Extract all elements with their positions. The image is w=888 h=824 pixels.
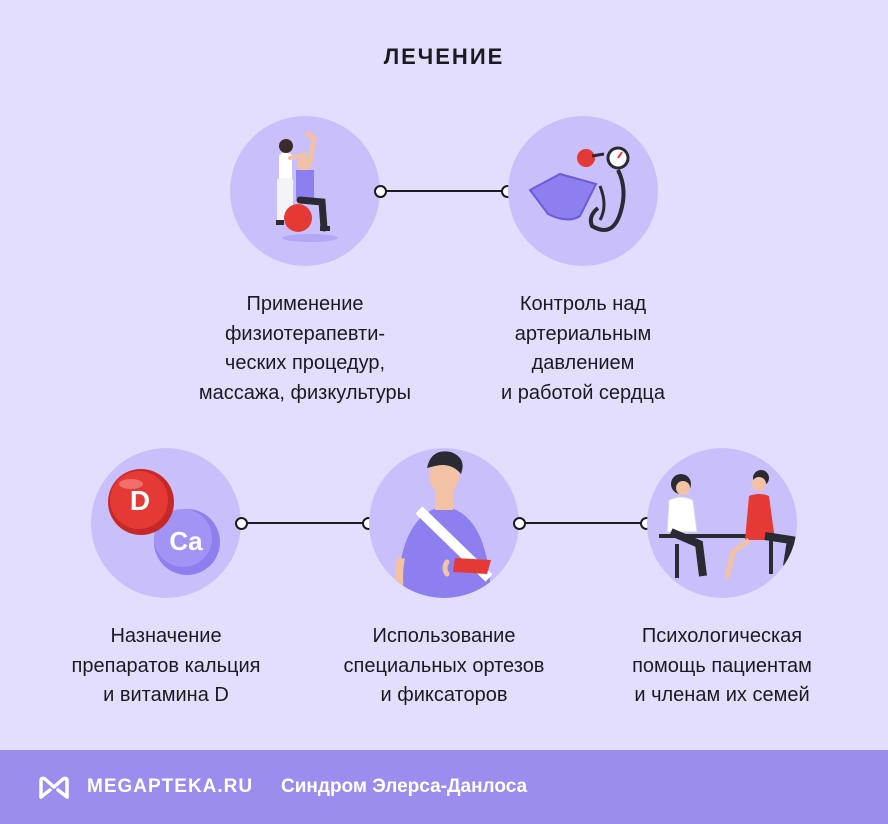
caption-line: Психологическая — [641, 625, 803, 647]
caption-blood-pressure: Контроль над артериальным давлением и ра… — [433, 290, 733, 408]
calcium-label: Ca — [169, 526, 203, 556]
megapteka-logo-icon — [39, 776, 69, 799]
caption-physiotherapy: Применение физиотерапевти- ческих процед… — [155, 290, 455, 408]
caption-line: давлением — [531, 352, 635, 374]
caption-line: физиотерапевти- — [224, 322, 386, 345]
caption-line: артериальным — [514, 322, 652, 345]
article-subject: Синдром Элерса-Данлоса — [281, 776, 528, 797]
psychologist-session-circle — [647, 448, 797, 598]
caption-line: и работой сердца — [501, 381, 665, 404]
caption-orthoses: Использование специальных ортезов и фикс… — [294, 622, 594, 711]
connector-line — [235, 516, 375, 530]
vitamin-d-label: D — [130, 485, 150, 516]
vitamin-pills-circle: D Ca — [91, 448, 241, 598]
arm-sling-icon — [395, 451, 493, 598]
physiotherapy-icon — [276, 131, 338, 242]
physiotherapy-circle — [230, 116, 380, 266]
caption-line: помощь пациентам — [632, 654, 812, 677]
caption-line: Применение — [246, 293, 364, 315]
caption-line: препаратов кальция — [71, 654, 261, 677]
caption-vitamins: Назначение препаратов кальция и витамина… — [16, 622, 316, 711]
caption-line: специальных ортезов — [343, 654, 545, 677]
psychologist-session-icon — [659, 470, 796, 579]
arm-sling-circle — [369, 448, 519, 598]
page-title: ЛЕЧЕНИЕ — [383, 44, 505, 69]
connector-line — [513, 516, 653, 530]
vitamin-pills-icon: D Ca — [108, 469, 220, 575]
blood-pressure-monitor-icon — [528, 146, 630, 232]
caption-line: и фиксаторов — [380, 684, 508, 706]
footer-bar: MEGAPTEKA.RU Синдром Элерса-Данлоса — [0, 750, 888, 824]
caption-psychology: Психологическая помощь пациентам и члена… — [572, 622, 872, 711]
caption-line: массажа, физкультуры — [198, 381, 412, 404]
caption-line: и витамина D — [103, 684, 229, 706]
connector-line — [374, 184, 514, 198]
caption-line: Назначение — [110, 625, 222, 647]
brand-name[interactable]: MEGAPTEKA.RU — [87, 776, 254, 797]
blood-pressure-circle — [508, 116, 658, 266]
caption-line: Контроль над — [519, 293, 647, 315]
caption-line: Использование — [372, 625, 516, 647]
caption-line: и членам их семей — [634, 684, 810, 706]
caption-line: ческих процедур, — [224, 352, 386, 374]
